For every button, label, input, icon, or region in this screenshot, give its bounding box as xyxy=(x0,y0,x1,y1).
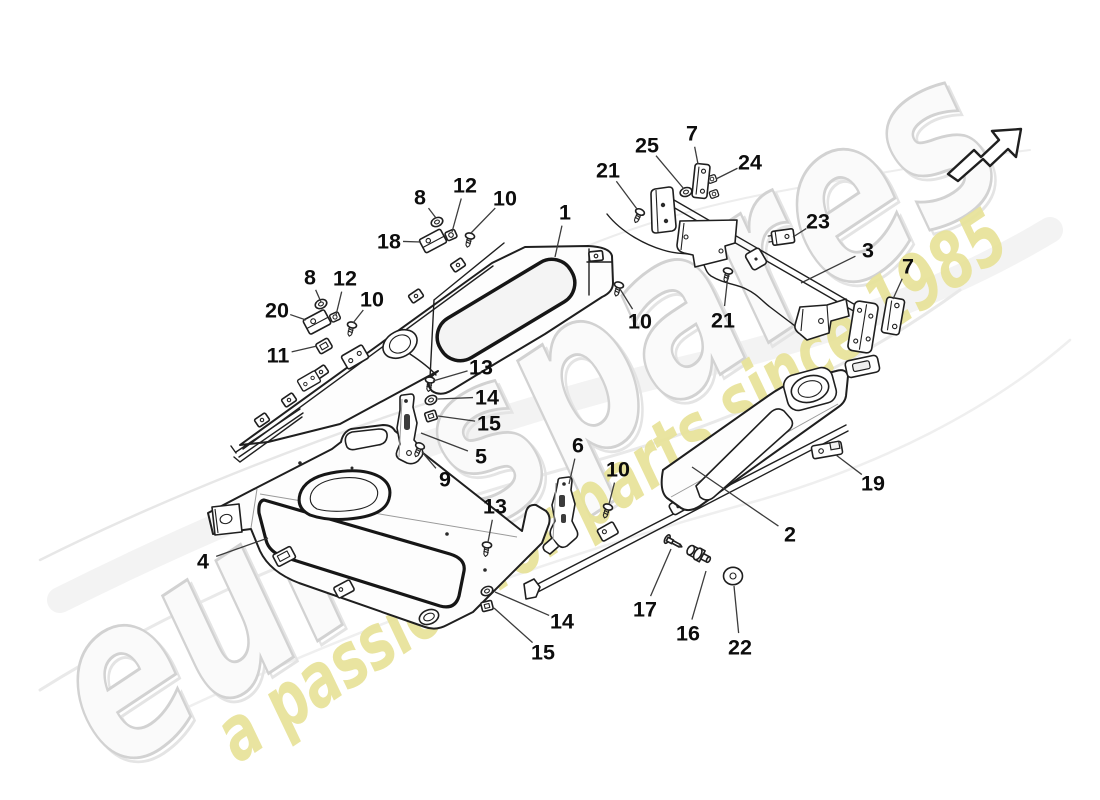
bracket-20 xyxy=(302,309,332,335)
part-callout-7[interactable]: 7 xyxy=(902,255,914,279)
callout-leader-4 xyxy=(215,537,269,557)
part-callout-16[interactable]: 16 xyxy=(676,622,700,646)
grommet-16 xyxy=(686,544,712,564)
part-callout-2[interactable]: 2 xyxy=(784,523,796,547)
callout-leader-22 xyxy=(733,585,740,634)
part-callout-8[interactable]: 8 xyxy=(414,186,426,210)
part-callout-13[interactable]: 13 xyxy=(469,356,493,380)
callout-leader-10 xyxy=(352,309,364,324)
part-3-cross-member xyxy=(606,186,879,354)
callout-leader-5 xyxy=(420,432,469,452)
callout-leader-20 xyxy=(290,313,307,321)
callout-leader-21 xyxy=(723,274,729,307)
callout-leader-10 xyxy=(470,207,496,234)
part-callout-21[interactable]: 21 xyxy=(596,159,620,183)
part-callout-12[interactable]: 12 xyxy=(453,174,477,198)
part-callout-7[interactable]: 7 xyxy=(686,122,698,146)
callout-leader-8 xyxy=(315,289,322,303)
part-callout-14[interactable]: 14 xyxy=(550,610,574,634)
part-callout-10[interactable]: 10 xyxy=(606,458,630,482)
part-2-cover-strip xyxy=(523,354,881,600)
part-callout-10[interactable]: 10 xyxy=(360,288,384,312)
part-callout-20[interactable]: 20 xyxy=(265,299,289,323)
callout-leader-12 xyxy=(451,198,462,233)
part-callout-18[interactable]: 18 xyxy=(377,230,401,254)
callout-leader-7 xyxy=(694,146,699,165)
callout-leader-10 xyxy=(619,288,634,310)
part-1-round-pocket xyxy=(382,328,418,360)
part-callout-19[interactable]: 19 xyxy=(861,472,885,496)
expanding-pin-17 xyxy=(663,534,683,548)
part-callout-6[interactable]: 6 xyxy=(572,434,584,458)
part-4-cover-panel xyxy=(207,424,551,630)
part-callout-22[interactable]: 22 xyxy=(728,636,752,660)
bracket-19 xyxy=(810,440,844,460)
part-callout-11[interactable]: 11 xyxy=(267,344,290,368)
callout-leader-7 xyxy=(892,278,903,300)
callout-leader-23 xyxy=(792,227,807,238)
part-callout-12[interactable]: 12 xyxy=(333,267,357,291)
callout-leader-8 xyxy=(427,207,437,219)
part-callout-23[interactable]: 23 xyxy=(806,210,830,234)
callout-leader-15 xyxy=(493,607,534,644)
fasteners xyxy=(302,162,906,613)
callout-leader-17 xyxy=(649,548,672,597)
callout-leader-18 xyxy=(402,240,422,243)
callout-leader-24 xyxy=(715,167,738,180)
part-callout-9[interactable]: 9 xyxy=(439,468,451,492)
clip-11 xyxy=(315,337,333,355)
part-callout-24[interactable]: 24 xyxy=(738,151,762,175)
callout-leader-2 xyxy=(691,466,779,527)
clip-nut-15-b xyxy=(479,599,495,613)
callout-leader-6 xyxy=(568,458,576,485)
part-callout-8[interactable]: 8 xyxy=(304,266,316,290)
callout-leader-15 xyxy=(437,415,476,422)
part-callout-15[interactable]: 15 xyxy=(531,641,555,665)
part-callout-21[interactable]: 21 xyxy=(711,309,735,333)
callout-leader-16 xyxy=(691,570,707,620)
part-callout-10[interactable]: 10 xyxy=(493,187,517,211)
part-callout-3[interactable]: 3 xyxy=(862,239,874,263)
part-callout-25[interactable]: 25 xyxy=(635,134,659,158)
callout-leader-11 xyxy=(291,345,318,353)
callout-leader-19 xyxy=(835,454,863,476)
callout-leader-21 xyxy=(615,180,638,210)
callout-leader-12 xyxy=(335,291,343,316)
direction-arrow-icon xyxy=(946,127,1023,183)
callout-leader-3 xyxy=(800,255,856,284)
callout-leader-13 xyxy=(487,519,493,543)
part-callout-4[interactable]: 4 xyxy=(197,550,209,574)
part-6-support-bracket xyxy=(542,476,579,555)
part-callout-5[interactable]: 5 xyxy=(475,445,487,469)
part-callout-14[interactable]: 14 xyxy=(475,386,499,410)
part-callout-13[interactable]: 13 xyxy=(483,495,507,519)
callout-leader-14 xyxy=(437,396,474,400)
callout-leader-1 xyxy=(554,225,563,258)
part-callout-17[interactable]: 17 xyxy=(633,598,657,622)
bracket-7-a xyxy=(691,162,711,200)
washer-22 xyxy=(722,566,744,586)
callout-leader-14 xyxy=(494,591,550,617)
clip-23 xyxy=(767,227,796,247)
callout-leader-25 xyxy=(655,155,685,190)
part-callout-10[interactable]: 10 xyxy=(628,310,652,334)
bracket-7-b xyxy=(880,296,906,336)
callout-leader-13 xyxy=(432,370,468,382)
part-callout-15[interactable]: 15 xyxy=(477,412,501,436)
part-callout-1[interactable]: 1 xyxy=(559,201,571,225)
callout-leader-9 xyxy=(421,451,437,469)
bracket-18 xyxy=(418,228,448,254)
callout-leader-10 xyxy=(608,482,616,505)
